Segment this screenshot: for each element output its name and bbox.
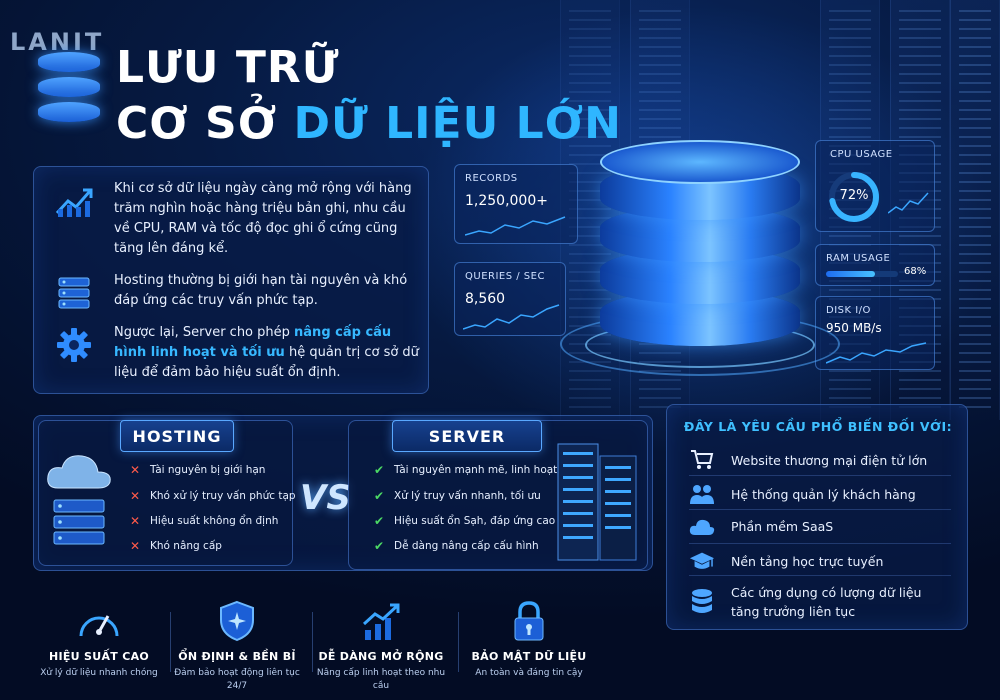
- hosting-tag: HOSTING: [120, 420, 234, 452]
- server-item: ✔Tài nguyên mạnh mẽ, linh hoạt: [374, 463, 558, 477]
- growth-chart-icon: [316, 598, 446, 642]
- title-line-1: LƯU TRỮ: [116, 42, 340, 93]
- use-case-item: Phần mềm SaaS: [689, 517, 833, 536]
- check-icon: ✔: [374, 514, 385, 528]
- database-icon: [689, 588, 715, 616]
- feature-item: DỄ DÀNG MỞ RỘNG Nâng cấp linh hoạt theo …: [316, 598, 446, 693]
- cpu-sparkline: [888, 192, 929, 214]
- queries-card: QUERIES / SEC 8,560: [454, 262, 566, 336]
- feature-title: DỄ DÀNG MỞ RỘNG: [318, 650, 444, 663]
- check-icon: ✔: [374, 489, 385, 503]
- feature-item: ỔN ĐỊNH & BỀN BỈ Đảm bảo hoạt động liên …: [172, 598, 302, 693]
- title-accent: DỮ LIỆU LỚN: [293, 98, 622, 149]
- cpu-gauge: [829, 172, 879, 222]
- ram-card: RAM USAGE 68%: [815, 244, 935, 286]
- use-case-item: Website thương mại điện tử lớn: [689, 449, 927, 471]
- server-icon: [52, 271, 96, 315]
- intro-text-2: Hosting thường bị giới hạn tài nguyên và…: [114, 273, 408, 308]
- feature-desc: Nâng cấp linh hoạt theo nhu cầu: [316, 668, 446, 691]
- shield-icon: [172, 598, 302, 642]
- intro-text-3: Ngược lại, Server cho phép nâng cấp cấu …: [114, 325, 419, 380]
- disk-card: DISK I/O 950 MB/s: [815, 296, 935, 370]
- disk-value: 950 MB/s: [826, 321, 882, 335]
- server-rack-bg: [950, 0, 1000, 420]
- use-cases-panel: ĐÂY LÀ YÊU CẦU PHỔ BIẾN ĐỐI VỚI: Website…: [666, 404, 968, 630]
- feature-desc: An toàn và đáng tin cậy: [475, 668, 583, 678]
- feature-desc: Đảm bảo hoạt động liên tục 24/7: [174, 668, 300, 691]
- use-case-item: Hệ thống quản lý khách hàng: [689, 483, 916, 505]
- intro-highlight: nâng cấp cấu hình linh hoạt và tối ưu: [114, 325, 392, 360]
- records-card: RECORDS 1,250,000+: [454, 164, 578, 244]
- cross-icon: ✕: [130, 539, 141, 553]
- database-icon: [38, 52, 100, 127]
- hosting-item: ✕Tài nguyên bị giới hạn: [130, 463, 266, 477]
- check-icon: ✔: [374, 463, 385, 477]
- records-label: RECORDS: [465, 173, 518, 184]
- disk-label: DISK I/O: [826, 305, 871, 316]
- queries-sparkline: [463, 304, 560, 330]
- feature-title: ỔN ĐỊNH & BỀN BỈ: [178, 650, 296, 663]
- intro-item: Khi cơ sở dữ liệu ngày càng mở rộng với …: [52, 179, 422, 259]
- intro-panel: Khi cơ sở dữ liệu ngày càng mở rộng với …: [33, 166, 429, 394]
- cross-icon: ✕: [130, 463, 141, 477]
- records-value: 1,250,000+: [465, 193, 548, 209]
- feature-desc: Xử lý dữ liệu nhanh chóng: [40, 668, 158, 678]
- ram-bar: [826, 271, 898, 277]
- cross-icon: ✕: [130, 489, 141, 503]
- speedometer-icon: [34, 598, 164, 642]
- server-item: ✔Xử lý truy vấn nhanh, tối ưu: [374, 489, 541, 503]
- cpu-value: 72%: [839, 188, 869, 203]
- title-line-2: CƠ SỞ DỮ LIỆU LỚN: [116, 96, 622, 152]
- server-rack-icon: [554, 442, 640, 566]
- disk-sparkline: [826, 342, 927, 364]
- check-icon: ✔: [374, 539, 385, 553]
- server-item: ✔Hiệu suất ổn Sạh, đáp ứng cao: [374, 514, 556, 528]
- feature-title: HIỆU SUẤT CAO: [48, 650, 150, 663]
- users-icon: [689, 483, 715, 505]
- intro-text-1: Khi cơ sở dữ liệu ngày càng mở rộng với …: [114, 181, 412, 256]
- use-cases-title: ĐÂY LÀ YÊU CẦU PHỔ BIẾN ĐỐI VỚI:: [683, 419, 953, 434]
- cross-icon: ✕: [130, 514, 141, 528]
- hosting-item: ✕Khó nâng cấp: [130, 539, 222, 553]
- cloud-server-icon: [44, 448, 114, 558]
- lock-icon: [464, 598, 594, 642]
- use-case-item: Các ứng dụng có lượng dữ liệu tăng trưởn…: [689, 583, 951, 621]
- intro-item: Ngược lại, Server cho phép nâng cấp cấu …: [52, 323, 422, 383]
- records-sparkline: [465, 216, 566, 236]
- brand-logo: LANIT: [10, 28, 105, 56]
- cart-icon: [689, 449, 715, 471]
- server-tag: SERVER: [392, 420, 542, 452]
- graduation-cap-icon: [689, 550, 715, 572]
- intro-item: Hosting thường bị giới hạn tài nguyên và…: [52, 271, 422, 315]
- growth-chart-icon: [52, 179, 96, 223]
- ram-label: RAM USAGE: [826, 253, 891, 264]
- versus-label: VS: [300, 478, 351, 518]
- feature-item: HIỆU SUẤT CAO Xử lý dữ liệu nhanh chóng: [34, 598, 164, 680]
- hosting-item: ✕Khó xử lý truy vấn phức tạp: [130, 489, 296, 503]
- server-item: ✔Dễ dàng nâng cấp cấu hình: [374, 539, 539, 553]
- ram-value: 68%: [904, 266, 927, 277]
- feature-title: BẢO MẬT DỮ LIỆU: [471, 650, 587, 663]
- cpu-card: CPU USAGE 72%: [815, 140, 935, 232]
- queries-value: 8,560: [465, 291, 506, 307]
- use-case-item: Nền tảng học trực tuyến: [689, 550, 883, 572]
- gear-icon: [52, 323, 96, 367]
- title-prefix: CƠ SỞ: [116, 98, 278, 149]
- queries-label: QUERIES / SEC: [465, 271, 545, 282]
- cloud-icon: [689, 518, 715, 536]
- cpu-label: CPU USAGE: [830, 149, 893, 160]
- page-title: LƯU TRỮ CƠ SỞ DỮ LIỆU LỚN: [116, 40, 622, 152]
- feature-item: BẢO MẬT DỮ LIỆU An toàn và đáng tin cậy: [464, 598, 594, 680]
- hosting-item: ✕Hiệu suất không ổn định: [130, 514, 279, 528]
